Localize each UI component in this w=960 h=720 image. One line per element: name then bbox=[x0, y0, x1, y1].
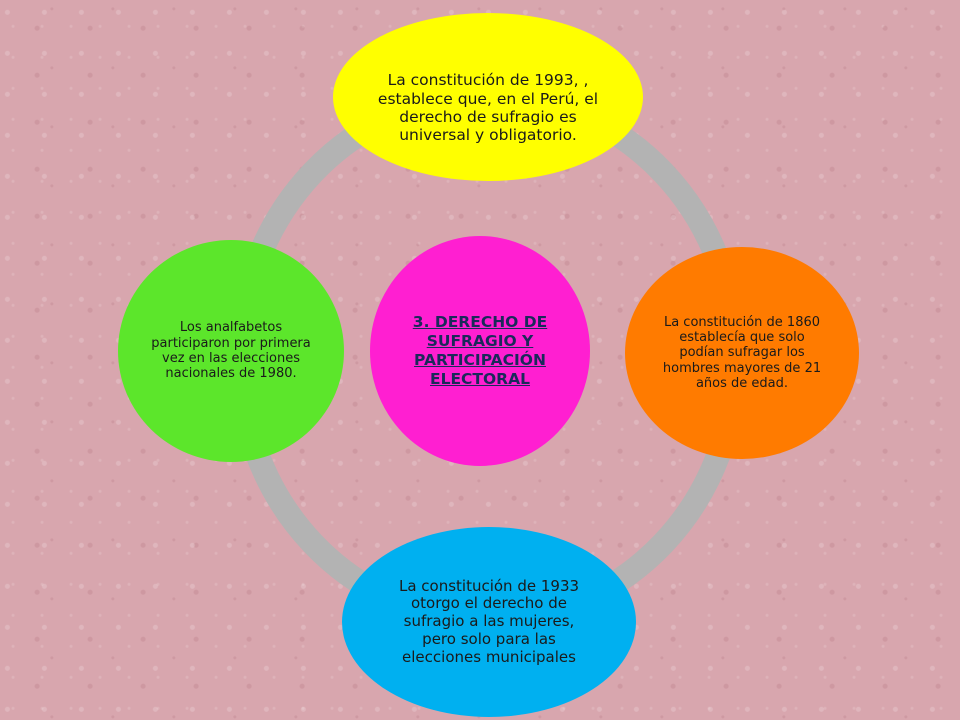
node-top-text: La constitución de 1993, , establece que… bbox=[377, 71, 599, 145]
center-title-text: 3. DERECHO DE SUFRAGIO Y PARTICIPACIÓN E… bbox=[412, 313, 548, 388]
center-title-node: 3. DERECHO DE SUFRAGIO Y PARTICIPACIÓN E… bbox=[370, 236, 590, 466]
node-bottom-1933-constitution: La constitución de 1933 otorgo el derech… bbox=[342, 527, 636, 717]
node-bottom-text: La constitución de 1933 otorgo el derech… bbox=[398, 576, 580, 666]
node-top-1993-constitution: La constitución de 1993, , establece que… bbox=[333, 13, 643, 181]
node-left-text: Los analfabetos participaron por primera… bbox=[151, 320, 311, 382]
node-right-text: La constitución de 1860 establecía que s… bbox=[662, 314, 822, 391]
node-left-1980-elections: Los analfabetos participaron por primera… bbox=[118, 240, 344, 462]
node-right-1860-constitution: La constitución de 1860 establecía que s… bbox=[625, 247, 859, 459]
